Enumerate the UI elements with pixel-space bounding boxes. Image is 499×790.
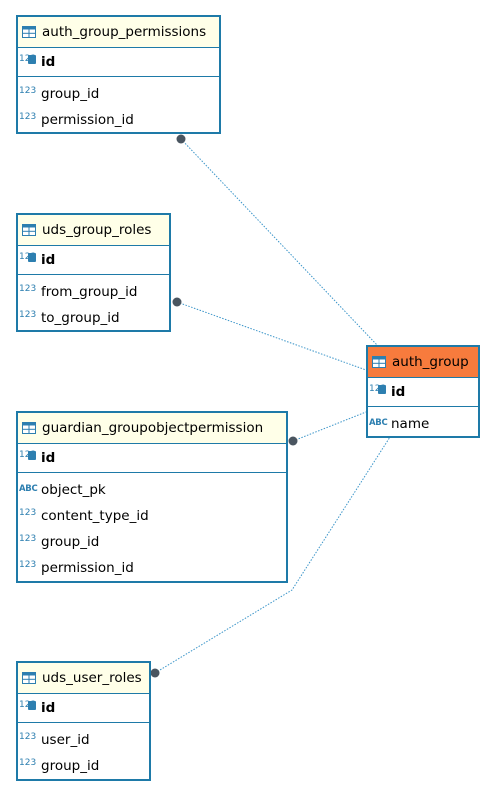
text-type-icon: ABC (19, 484, 38, 494)
numeric-type-icon: 123 (19, 534, 37, 544)
numeric-type-icon: 123 (19, 560, 37, 570)
column-name: id (41, 450, 56, 466)
table-header[interactable]: uds_user_roles (18, 663, 149, 694)
column-name: content_type_id (41, 508, 149, 524)
table-auth-group[interactable]: auth_group 123 id ABC name (366, 345, 480, 438)
table-uds-group-roles[interactable]: uds_group_roles 123 id 123 from_group_id… (16, 213, 171, 332)
numeric-type-icon: 123 (19, 284, 37, 294)
numeric-type-icon: 123 (19, 112, 37, 122)
column-name: id (41, 54, 56, 70)
column-name: id (41, 700, 56, 716)
column-row[interactable]: ABC name (368, 411, 478, 437)
table-icon (22, 26, 36, 38)
table-name: uds_user_roles (42, 670, 142, 686)
table-icon (22, 672, 36, 684)
key-icon (378, 385, 386, 394)
column-row[interactable]: 123 group_id (18, 753, 149, 779)
table-header[interactable]: uds_group_roles (18, 215, 169, 246)
column-row[interactable]: 123 user_id (18, 727, 149, 753)
column-name: group_id (41, 534, 100, 550)
column-row-pk[interactable]: 123 id (18, 246, 169, 274)
table-icon (22, 422, 36, 434)
numeric-type-icon: 123 (19, 732, 37, 742)
edge-guardian-to-auth-group (292, 411, 367, 442)
column-name: object_pk (41, 482, 106, 498)
column-name: group_id (41, 86, 100, 102)
table-icon (22, 224, 36, 236)
column-name: id (391, 384, 406, 400)
edge-endpoint-dot (288, 436, 298, 446)
column-row[interactable]: 123 from_group_id (18, 279, 169, 305)
numeric-key-icon: 123 (19, 54, 39, 64)
column-name: user_id (41, 732, 90, 748)
edge-uds-user-roles-to-auth-group (154, 436, 391, 674)
column-row[interactable]: 123 content_type_id (18, 503, 286, 529)
column-row[interactable]: ABC object_pk (18, 477, 286, 503)
numeric-key-icon: 123 (369, 384, 389, 394)
column-name: name (391, 416, 430, 432)
column-row[interactable]: 123 to_group_id (18, 305, 169, 331)
column-row[interactable]: 123 group_id (18, 529, 286, 555)
table-guardian-groupobjectpermission[interactable]: guardian_groupobjectpermission 123 id AB… (16, 411, 288, 583)
table-header[interactable]: guardian_groupobjectpermission (18, 413, 286, 444)
numeric-type-icon: 123 (19, 508, 37, 518)
column-name: permission_id (41, 560, 134, 576)
key-icon (28, 55, 36, 64)
edge-auth-group-permissions-to-auth-group (180, 138, 378, 346)
edge-endpoint-dot (150, 668, 160, 678)
column-row-pk[interactable]: 123 id (18, 48, 219, 76)
column-name: to_group_id (41, 310, 120, 326)
key-icon (28, 701, 36, 710)
column-name: group_id (41, 758, 100, 774)
key-icon (28, 253, 36, 262)
numeric-type-icon: 123 (19, 758, 37, 768)
table-name: auth_group (392, 354, 469, 370)
table-header[interactable]: auth_group_permissions (18, 17, 219, 48)
edge-endpoint-dot (176, 134, 186, 144)
numeric-key-icon: 123 (19, 252, 39, 262)
table-header[interactable]: auth_group (368, 347, 478, 378)
table-name: guardian_groupobjectpermission (42, 420, 264, 436)
table-auth-group-permissions[interactable]: auth_group_permissions 123 id 123 group_… (16, 15, 221, 134)
edge-uds-group-roles-to-auth-group (176, 301, 367, 371)
table-name: auth_group_permissions (42, 24, 207, 40)
edge-endpoint-dot (172, 297, 182, 307)
column-row[interactable]: 123 group_id (18, 81, 219, 107)
column-name: permission_id (41, 112, 134, 128)
numeric-type-icon: 123 (19, 86, 37, 96)
table-uds-user-roles[interactable]: uds_user_roles 123 id 123 user_id 123 gr… (16, 661, 151, 781)
numeric-key-icon: 123 (19, 450, 39, 460)
column-row-pk[interactable]: 123 id (18, 444, 286, 472)
column-row[interactable]: 123 permission_id (18, 107, 219, 133)
key-icon (28, 451, 36, 460)
table-name: uds_group_roles (42, 222, 152, 238)
table-icon (372, 356, 386, 368)
numeric-type-icon: 123 (19, 310, 37, 320)
column-name: from_group_id (41, 284, 138, 300)
column-row-pk[interactable]: 123 id (18, 694, 149, 722)
column-row-pk[interactable]: 123 id (368, 378, 478, 406)
numeric-key-icon: 123 (19, 700, 39, 710)
text-type-icon: ABC (369, 418, 388, 428)
column-name: id (41, 252, 56, 268)
column-row[interactable]: 123 permission_id (18, 555, 286, 581)
